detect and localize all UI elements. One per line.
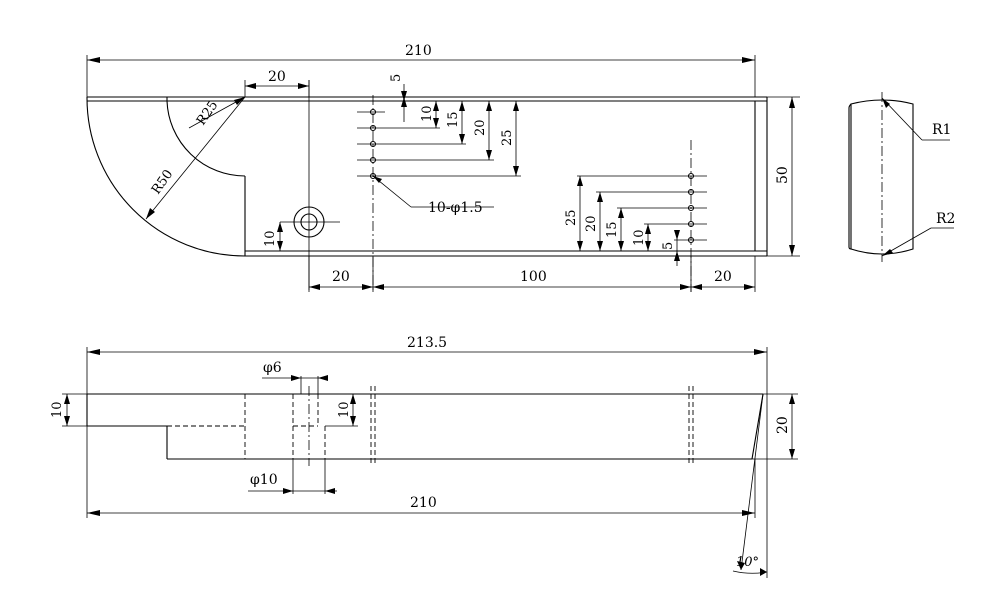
label-r25: R25 bbox=[194, 98, 221, 128]
label-span-100: 100 bbox=[520, 269, 547, 285]
label-213-5: 213.5 bbox=[407, 335, 447, 351]
dim-step-height: 10 bbox=[50, 393, 87, 427]
dim-slot-width: 20 bbox=[244, 69, 310, 97]
label-left-depth-10: 10 bbox=[420, 105, 435, 122]
label-thickness-20: 20 bbox=[775, 416, 791, 434]
label-left-depth-25: 25 bbox=[500, 129, 515, 146]
label-right-20: 20 bbox=[714, 269, 732, 285]
label-left-depth-5: 5 bbox=[389, 74, 404, 82]
label-step-10: 10 bbox=[50, 401, 65, 418]
dim-bore-large: φ10 bbox=[248, 459, 337, 494]
front-view: 213.5 210 10 φ6 bbox=[50, 335, 798, 578]
right-hole-group: 25 20 15 10 5 bbox=[564, 172, 707, 266]
dim-front-bottom: 210 bbox=[86, 426, 756, 518]
top-view: 210 20 R25 R50 10 bbox=[86, 43, 800, 292]
leader-r25: R25 bbox=[188, 96, 246, 129]
dim-bore-small: φ6 bbox=[262, 360, 328, 394]
arc-r50 bbox=[86, 96, 246, 257]
label-angle-10: 10° bbox=[736, 555, 759, 570]
dim-bore-depth: 10 bbox=[318, 393, 358, 427]
label-holes-note: 10-φ1.5 bbox=[428, 200, 483, 216]
label-front-210: 210 bbox=[410, 495, 437, 511]
leader-r50: R50 bbox=[145, 96, 246, 220]
label-left-20: 20 bbox=[332, 269, 350, 285]
label-offset-10: 10 bbox=[263, 230, 278, 247]
label-height-50: 50 bbox=[775, 166, 791, 184]
label-right-depth-5: 5 bbox=[661, 242, 676, 250]
arc-r25 bbox=[166, 100, 246, 177]
label-slot-20: 20 bbox=[268, 69, 286, 85]
label-phi10: φ10 bbox=[250, 472, 278, 488]
label-right-depth-15: 15 bbox=[605, 221, 620, 238]
label-right-depth-10: 10 bbox=[632, 229, 647, 246]
left-hole-group: 5 10 15 20 25 10-φ1.5 bbox=[357, 74, 521, 216]
label-phi6: φ6 bbox=[263, 360, 282, 376]
center-hole bbox=[280, 80, 340, 290]
dim-hole-offset: 10 bbox=[263, 222, 283, 251]
label-210: 210 bbox=[405, 43, 432, 59]
label-right-depth-20: 20 bbox=[584, 215, 599, 232]
dim-front-overall: 213.5 bbox=[86, 335, 768, 394]
dim-thickness: 20 bbox=[752, 393, 798, 460]
label-r50: R50 bbox=[149, 167, 176, 197]
dim-bottom-chain: 20 100 20 bbox=[308, 256, 756, 292]
label-left-depth-20: 20 bbox=[473, 119, 488, 136]
dim-bevel-angle: 10° bbox=[732, 393, 768, 578]
label-right-depth-25: 25 bbox=[564, 209, 579, 226]
dim-height: 50 bbox=[767, 96, 800, 257]
label-bore-depth-10: 10 bbox=[337, 401, 352, 418]
label-left-depth-15: 15 bbox=[446, 111, 461, 128]
label-r1: R1 bbox=[932, 122, 951, 138]
side-view: R1 R2 bbox=[848, 92, 955, 262]
label-r2: R2 bbox=[936, 211, 955, 227]
dim-overall-length: 210 bbox=[86, 43, 756, 97]
